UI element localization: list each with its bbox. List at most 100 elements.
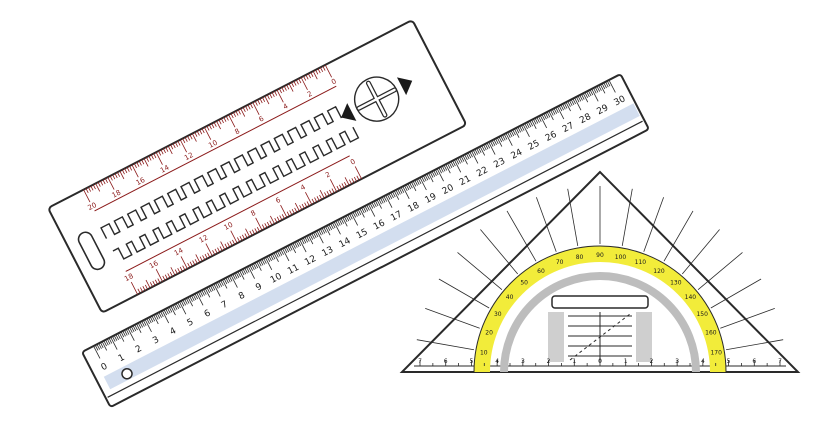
tick [587,90,592,97]
scale-label: 29 [595,103,610,117]
tick [170,267,176,276]
protractor-label: 60 [537,268,545,275]
tick [225,277,229,284]
stencil-comb [100,105,347,239]
tick [100,180,104,186]
tick [216,120,221,130]
tick [232,239,236,245]
tick [445,164,451,174]
radial-line [506,210,537,262]
tick [264,223,268,228]
tick [235,272,240,278]
tick [237,271,241,278]
tick [319,190,325,199]
tick [112,174,116,180]
tick [269,93,273,99]
base-label: 6 [752,358,756,365]
tick [164,274,168,280]
tick [184,137,188,142]
tick [263,258,267,264]
tick [417,178,422,184]
tick [397,188,401,195]
tick [98,343,102,349]
tick [574,97,582,111]
tick [234,273,238,279]
tick [230,274,238,288]
tick [421,176,425,183]
tick [105,339,109,346]
tick [175,303,180,309]
base-label: 3 [521,358,525,365]
radial-line [621,188,633,247]
tick [577,95,582,102]
scale-label: 12 [198,234,210,245]
tick [100,342,104,349]
scale-label: 0 [100,361,110,373]
tick [307,73,311,79]
tick [303,75,307,81]
tick [551,109,556,115]
tick [225,115,229,121]
scale-label: 20 [441,183,456,197]
tick [144,284,148,290]
tick [244,267,248,274]
tick [359,208,365,218]
tick [472,149,477,156]
tick [433,170,437,176]
scale-label: 21 [458,174,473,188]
tick [524,123,528,129]
tick [323,227,327,233]
tick [503,133,508,140]
tick [251,229,255,235]
scale-label: 1 [117,353,127,365]
radial-line [663,210,694,262]
tick [83,189,91,203]
tick [201,289,205,296]
tick [596,86,601,92]
tick [294,207,298,213]
tick [288,83,294,92]
base-label: 2 [547,358,551,365]
tick [423,175,427,182]
tick [310,72,314,78]
tick [117,172,121,177]
radial-line [697,252,743,291]
tick [148,155,152,161]
scale-label: 12 [183,151,195,162]
tick [136,162,140,167]
tick [317,68,321,74]
tick [510,130,515,137]
tick [345,215,350,222]
set-square: 1701601501401301201101009080706050403020… [399,170,801,373]
tick [281,87,285,92]
tick [478,147,482,153]
tick [277,250,281,257]
tick [601,83,606,90]
tick [179,139,188,153]
tick [274,90,278,96]
tick [137,322,142,329]
tick [464,154,468,161]
tick [154,279,158,285]
scale-label: 18 [406,201,421,215]
tick [457,157,461,164]
tick [196,292,204,306]
tick [539,115,548,129]
tick [274,217,278,223]
tick [187,135,191,141]
tick [326,225,331,231]
scale-label: 10 [269,271,284,285]
tick [366,204,370,211]
base-label: 1 [624,358,628,365]
tick [192,260,196,266]
scale-label: 8 [250,209,258,218]
tick [189,261,193,267]
tick [201,128,205,134]
tick [429,172,434,178]
tick [543,113,547,120]
tick [299,205,303,210]
tick [205,243,213,257]
tick [254,262,259,269]
radial-line [710,278,762,309]
tick [324,64,333,78]
